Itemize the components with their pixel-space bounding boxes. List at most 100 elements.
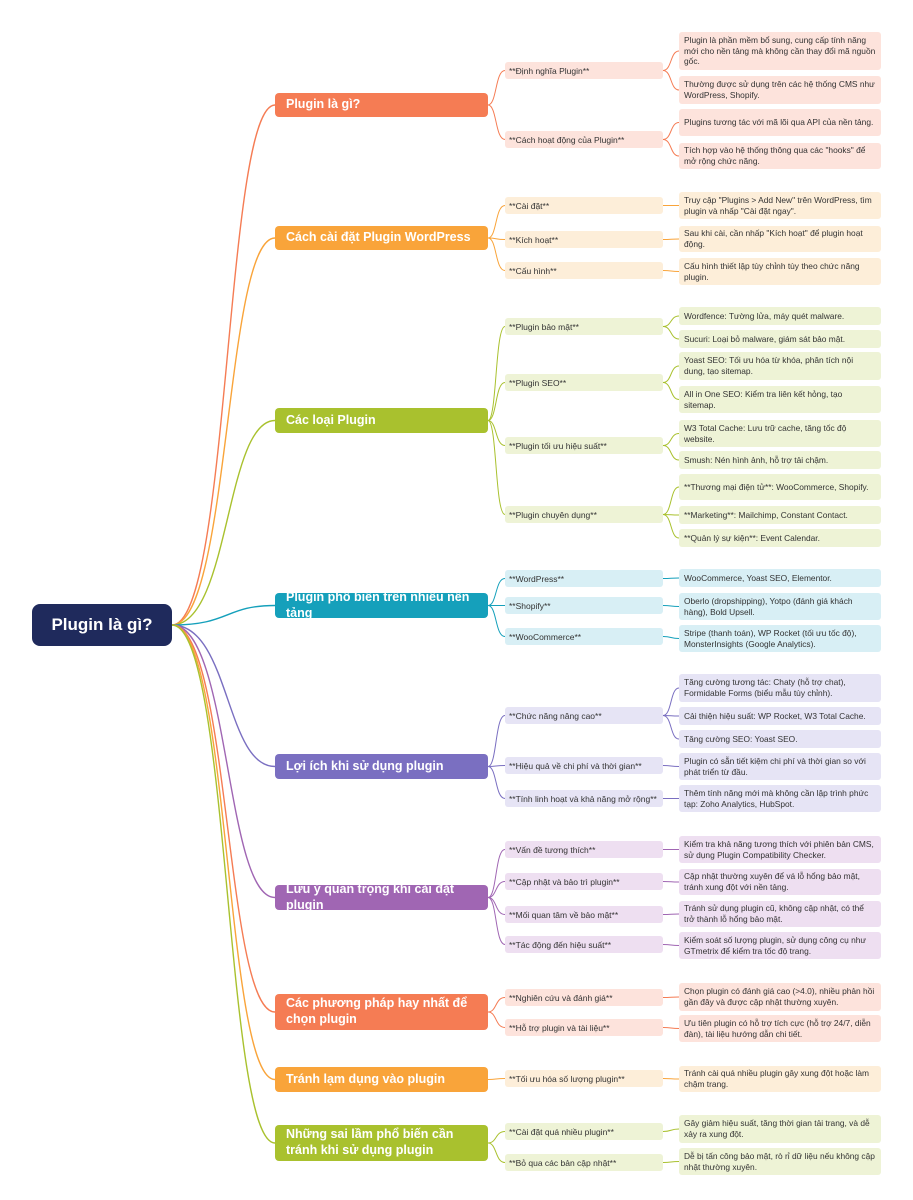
connector-line: [487, 897, 506, 915]
branch-node: Những sai lầm phổ biến cần tránh khi sử …: [275, 1125, 488, 1161]
connector-line: [662, 238, 680, 240]
leaf-node: Cập nhật thường xuyên để vá lỗ hổng bảo …: [679, 869, 881, 895]
connector-line: [662, 365, 680, 383]
connector-line: [662, 445, 680, 461]
connector-line: [487, 849, 506, 898]
connector-line: [171, 419, 276, 626]
leaf-node: **Marketing**: Mailchimp, Constant Conta…: [679, 506, 881, 524]
connector-line: [171, 237, 276, 626]
leaf-node: Tăng cường SEO: Yoast SEO.: [679, 730, 881, 748]
leaf-node: Kiểm tra khả năng tương thích với phiên …: [679, 836, 881, 863]
sub-node: **Kích hoạt**: [505, 231, 663, 248]
connector-line: [487, 326, 506, 421]
leaf-node: Plugin có sẵn tiết kiệm chi phí và thời …: [679, 753, 881, 780]
branch-node: Các loại Plugin: [275, 408, 488, 433]
connector-line: [171, 604, 276, 626]
sub-node: **WordPress**: [505, 570, 663, 587]
connector-line: [662, 881, 680, 883]
leaf-node: Sau khi cài, cần nhấp "Kích hoạt" để plu…: [679, 226, 881, 252]
connector-line: [662, 944, 680, 946]
leaf-node: Gây giảm hiệu suất, tăng thời gian tải t…: [679, 1115, 881, 1143]
connector-line: [487, 237, 506, 271]
connector-line: [487, 1131, 506, 1144]
connector-line: [171, 104, 276, 626]
leaf-node: Tránh sử dụng plugin cũ, không cập nhật,…: [679, 901, 881, 927]
connector-line: [662, 577, 680, 579]
sub-node: **Chức năng nâng cao**: [505, 707, 663, 724]
leaf-node: Yoast SEO: Tối ưu hóa từ khóa, phân tích…: [679, 352, 881, 380]
connector-line: [662, 687, 680, 716]
connector-line: [487, 1078, 506, 1080]
connector-line: [487, 578, 506, 606]
connector-line: [662, 913, 680, 915]
connector-line: [487, 1142, 506, 1163]
connector-line: [171, 624, 276, 1081]
leaf-node: Chọn plugin có đánh giá cao (>4.0), nhiề…: [679, 983, 881, 1011]
sub-node: **Tính linh hoạt và khả năng mở rộng**: [505, 790, 663, 807]
leaf-node: Tăng cường tương tác: Chaty (hỗ trợ chat…: [679, 674, 881, 702]
leaf-node: Dễ bị tấn công bảo mật, rò rỉ dữ liệu nế…: [679, 1148, 881, 1175]
leaf-node: Wordfence: Tường lửa, máy quét malware.: [679, 307, 881, 325]
leaf-node: Kiểm soát số lượng plugin, sử dụng công …: [679, 932, 881, 959]
leaf-node: Cải thiện hiệu suất: WP Rocket, W3 Total…: [679, 707, 881, 725]
sub-node: **Plugin bảo mật**: [505, 318, 663, 335]
connector-line: [487, 605, 506, 637]
leaf-node: Ưu tiên plugin có hỗ trợ tích cực (hỗ tr…: [679, 1015, 881, 1042]
sub-node: **Vấn đề tương thích**: [505, 841, 663, 858]
sub-node: **Cập nhật và bảo trì plugin**: [505, 873, 663, 890]
sub-node: **Plugin chuyên dụng**: [505, 506, 663, 523]
sub-node: **Cài đặt quá nhiều plugin**: [505, 1123, 663, 1140]
connector-line: [662, 433, 680, 446]
sub-node: **Cấu hình**: [505, 262, 663, 279]
sub-node: **Shopify**: [505, 597, 663, 614]
connector-line: [662, 50, 680, 71]
connector-line: [662, 636, 680, 639]
connector-line: [662, 486, 680, 515]
connector-line: [662, 382, 680, 400]
leaf-node: **Thương mại điện tử**: WooCommerce, Sho…: [679, 474, 881, 500]
sub-node: **Tác động đến hiệu suất**: [505, 936, 663, 953]
sub-node: **Định nghĩa Plugin**: [505, 62, 663, 79]
leaf-node: Thường được sử dụng trên các hệ thống CM…: [679, 76, 881, 104]
connector-line: [662, 270, 680, 272]
connector-line: [662, 1161, 680, 1163]
sub-node: **Mối quan tâm về bảo mật**: [505, 906, 663, 923]
branch-node: Cách cài đặt Plugin WordPress: [275, 226, 488, 250]
leaf-node: Thêm tính năng mới mà không cần lập trìn…: [679, 785, 881, 812]
connector-line: [487, 997, 506, 1013]
connector-line: [662, 1128, 680, 1132]
connector-line: [662, 326, 680, 340]
connector-line: [487, 382, 506, 421]
connector-line: [487, 881, 506, 898]
connector-line: [662, 139, 680, 157]
connector-line: [487, 420, 506, 446]
sub-node: **Cách hoạt động của Plugin**: [505, 131, 663, 148]
connector-line: [662, 315, 680, 327]
connector-line: [662, 514, 680, 539]
sub-node: **Cài đặt**: [505, 197, 663, 214]
connector-line: [487, 715, 506, 767]
leaf-node: All in One SEO: Kiểm tra liên kết hỏng, …: [679, 386, 881, 413]
connector-line: [487, 70, 506, 106]
leaf-node: Oberlo (dropshipping), Yotpo (đánh giá k…: [679, 593, 881, 620]
connector-line: [171, 624, 276, 899]
connector-line: [662, 70, 680, 91]
branch-node: Lợi ích khi sử dụng plugin: [275, 754, 488, 779]
branch-node: Các phương pháp hay nhất để chọn plugin: [275, 994, 488, 1030]
leaf-node: Cấu hình thiết lập tùy chỉnh tùy theo ch…: [679, 258, 881, 285]
sub-node: **Plugin SEO**: [505, 374, 663, 391]
connector-line: [662, 996, 680, 998]
leaf-node: Tích hợp vào hệ thống thông qua các "hoo…: [679, 143, 881, 169]
sub-node: **Bỏ qua các bản cập nhật**: [505, 1154, 663, 1171]
branch-node: Plugin là gì?: [275, 93, 488, 117]
connector-line: [487, 766, 506, 799]
connector-line: [662, 765, 680, 767]
root-node: Plugin là gì?: [32, 604, 172, 646]
leaf-node: **Quản lý sự kiện**: Event Calendar.: [679, 529, 881, 547]
sub-node: **Nghiên cứu và đánh giá**: [505, 989, 663, 1006]
sub-node: **Hiệu quả về chi phí và thời gian**: [505, 757, 663, 774]
leaf-node: Sucuri: Loại bỏ malware, giám sát bảo mậ…: [679, 330, 881, 348]
connector-line: [171, 624, 276, 1144]
branch-node: Tránh lạm dụng vào plugin: [275, 1067, 488, 1092]
